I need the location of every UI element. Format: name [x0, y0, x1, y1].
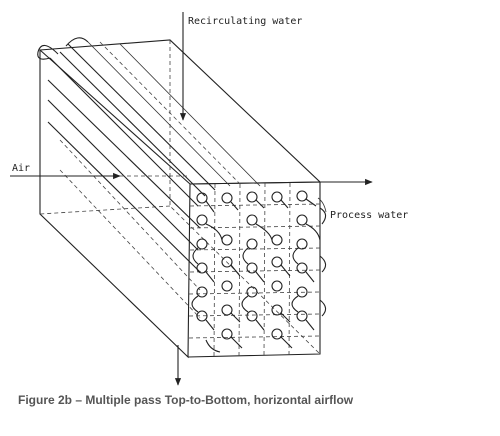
process-water-leader	[317, 197, 327, 213]
figure-caption: Figure 2b – Multiple pass Top-to-Bottom,…	[18, 393, 354, 407]
top-face	[38, 39, 322, 185]
front-grid	[188, 182, 321, 357]
label-air: Air	[12, 163, 30, 174]
front-face	[187, 181, 321, 358]
tube-ends	[191, 190, 327, 353]
label-recirculating-water: Recirculating water	[188, 16, 302, 27]
tube-bundle	[37, 37, 261, 319]
hidden-back-edges	[39, 40, 321, 355]
label-process-water: Process water	[330, 210, 408, 221]
left-face	[39, 50, 191, 359]
